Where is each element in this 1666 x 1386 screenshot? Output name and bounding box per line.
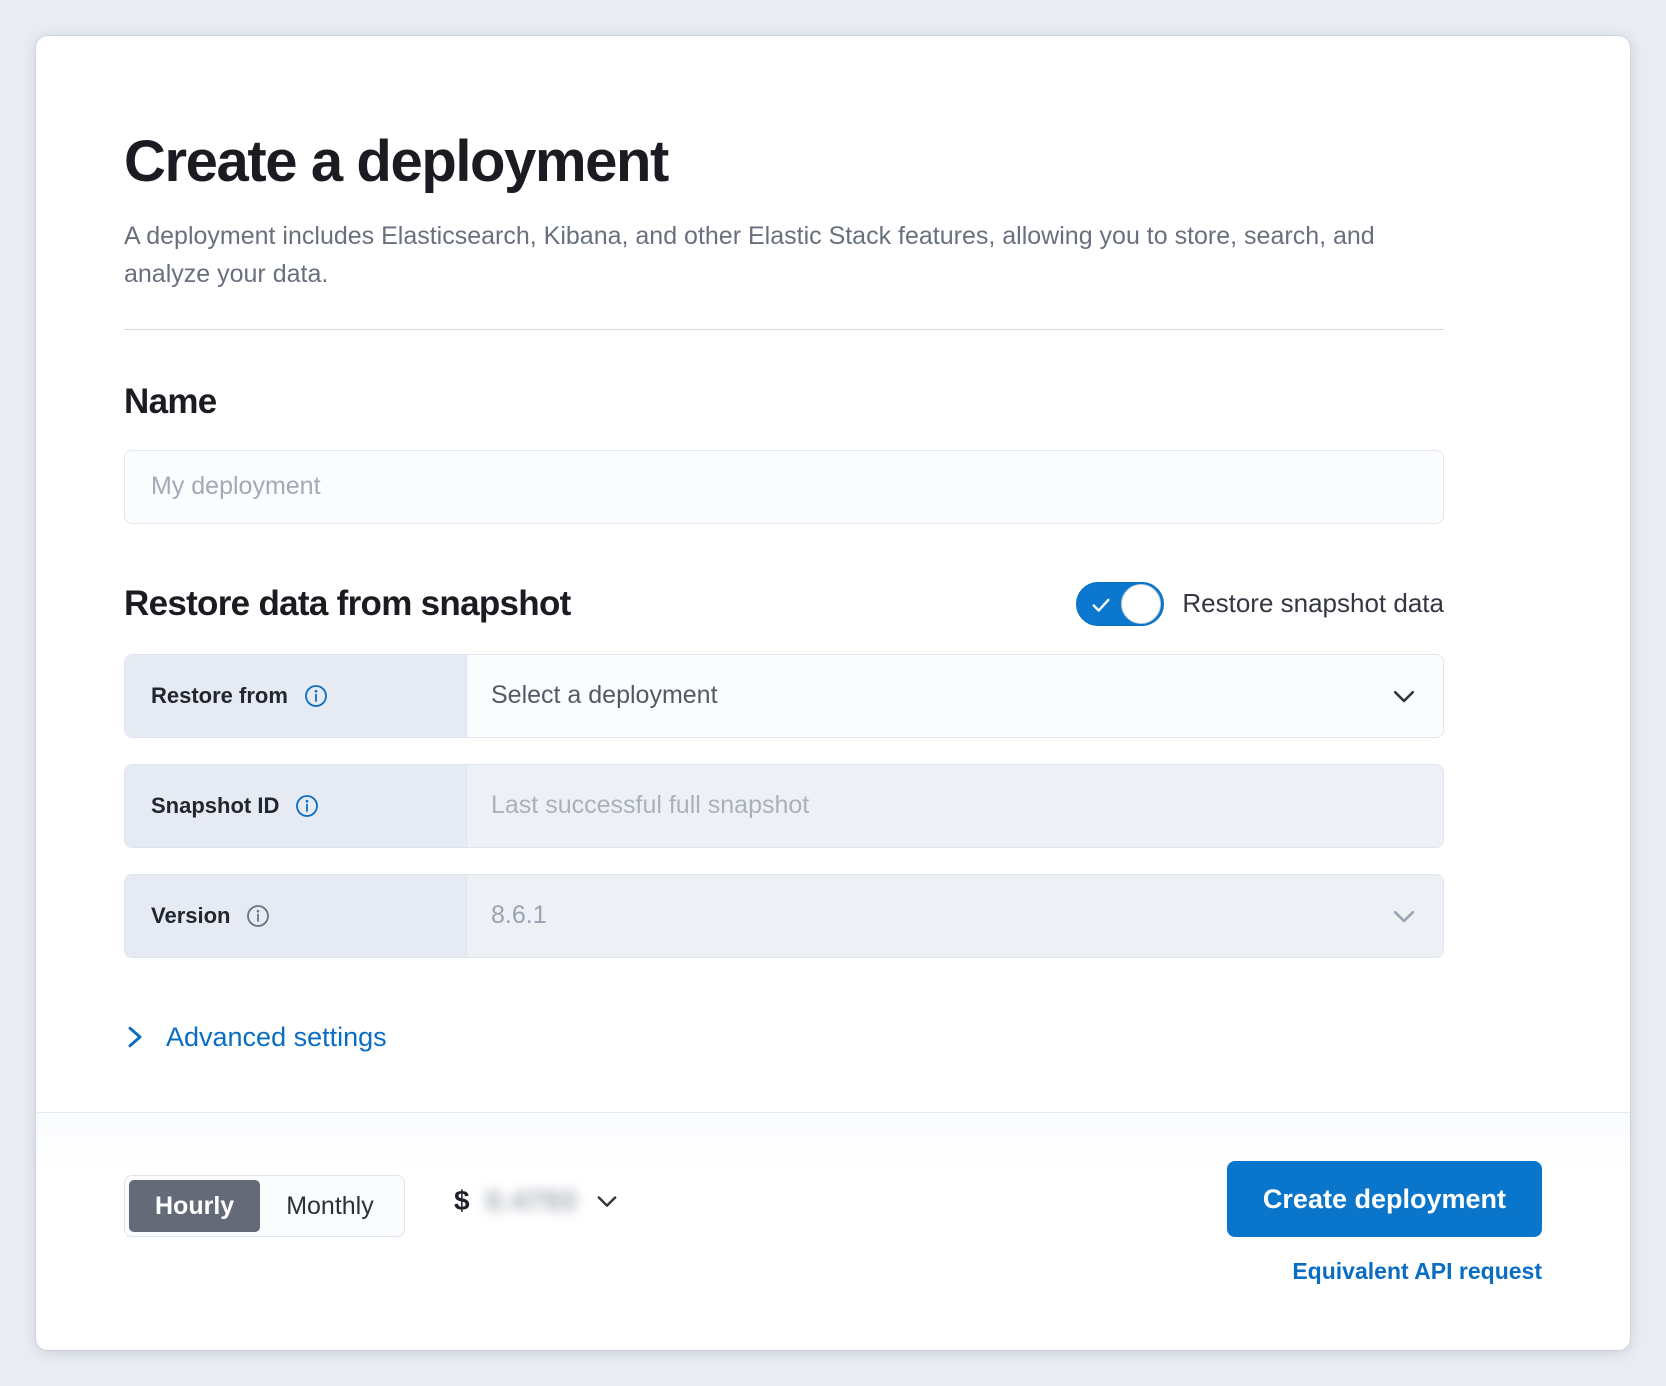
price-currency-symbol: $ [454,1185,470,1216]
restore-section-heading: Restore data from snapshot [124,583,571,623]
switch-knob [1121,583,1162,624]
price-display[interactable]: $ 0.4793 [454,1185,621,1217]
form-content: Create a deployment A deployment include… [124,129,1444,1053]
snapshot-id-input[interactable]: Last successful full snapshot [467,764,1443,847]
restore-snapshot-toggle-label: Restore snapshot data [1182,588,1444,619]
chevron-down-icon[interactable] [593,1187,621,1215]
advanced-settings-label: Advanced settings [166,1021,387,1052]
info-icon[interactable] [295,794,319,818]
deployment-name-input[interactable]: My deployment [124,449,1444,524]
restore-from-select[interactable]: Select a deployment [467,654,1443,737]
restore-from-row[interactable]: Restore from Select a deployment [124,653,1444,738]
chevron-right-icon [128,1027,142,1048]
snapshot-id-label-cell: Snapshot ID [125,764,467,847]
info-icon[interactable] [304,684,328,708]
version-row[interactable]: Version 8.6.1 [124,873,1444,958]
billing-option-monthly[interactable]: Monthly [286,1191,374,1220]
info-icon[interactable] [246,904,270,928]
restore-snapshot-switch[interactable] [1076,581,1165,626]
restore-from-label-cell: Restore from [125,654,467,737]
equivalent-api-request-link[interactable]: Equivalent API request [1292,1258,1542,1284]
footer-bar: Hourly Monthly $ 0.4793 Create deploymen… [36,1112,1630,1350]
name-section: Name My deployment [124,382,1444,524]
restore-snapshot-toggle-group[interactable]: Restore snapshot data [1076,581,1444,626]
billing-option-hourly[interactable]: Hourly [129,1180,261,1232]
snapshot-id-label: Snapshot ID [151,792,280,818]
restore-from-label: Restore from [151,682,288,708]
version-value: 8.6.1 [491,901,547,930]
price-amount: 0.4793 [485,1185,578,1216]
chevron-down-icon[interactable] [1389,681,1419,711]
page-title: Create a deployment [124,129,669,194]
name-section-heading: Name [124,381,217,421]
version-select[interactable]: 8.6.1 [467,874,1443,957]
version-label: Version [151,902,231,928]
form-body: Create a deployment A deployment include… [36,36,1630,1112]
page-description: A deployment includes Elasticsearch, Kib… [124,221,1375,288]
check-icon [1092,598,1110,612]
create-deployment-button[interactable]: Create deployment [1226,1161,1542,1237]
create-deployment-card: Create a deployment A deployment include… [36,36,1630,1350]
billing-period-toggle[interactable]: Hourly Monthly [124,1175,405,1237]
version-label-cell: Version [125,874,467,957]
advanced-settings-toggle[interactable]: Advanced settings [124,1022,387,1053]
header-divider [124,328,1444,330]
restore-section-header: Restore data from snapshot Restore snaps… [124,581,1444,626]
restore-from-value: Select a deployment [491,681,718,710]
snapshot-id-value: Last successful full snapshot [491,791,810,820]
snapshot-id-row[interactable]: Snapshot ID Last successful full snapsho… [124,763,1444,848]
footer-content: Hourly Monthly $ 0.4793 Create deploymen… [36,1113,1630,1350]
deployment-name-placeholder: My deployment [151,472,321,501]
chevron-down-icon[interactable] [1389,901,1419,931]
